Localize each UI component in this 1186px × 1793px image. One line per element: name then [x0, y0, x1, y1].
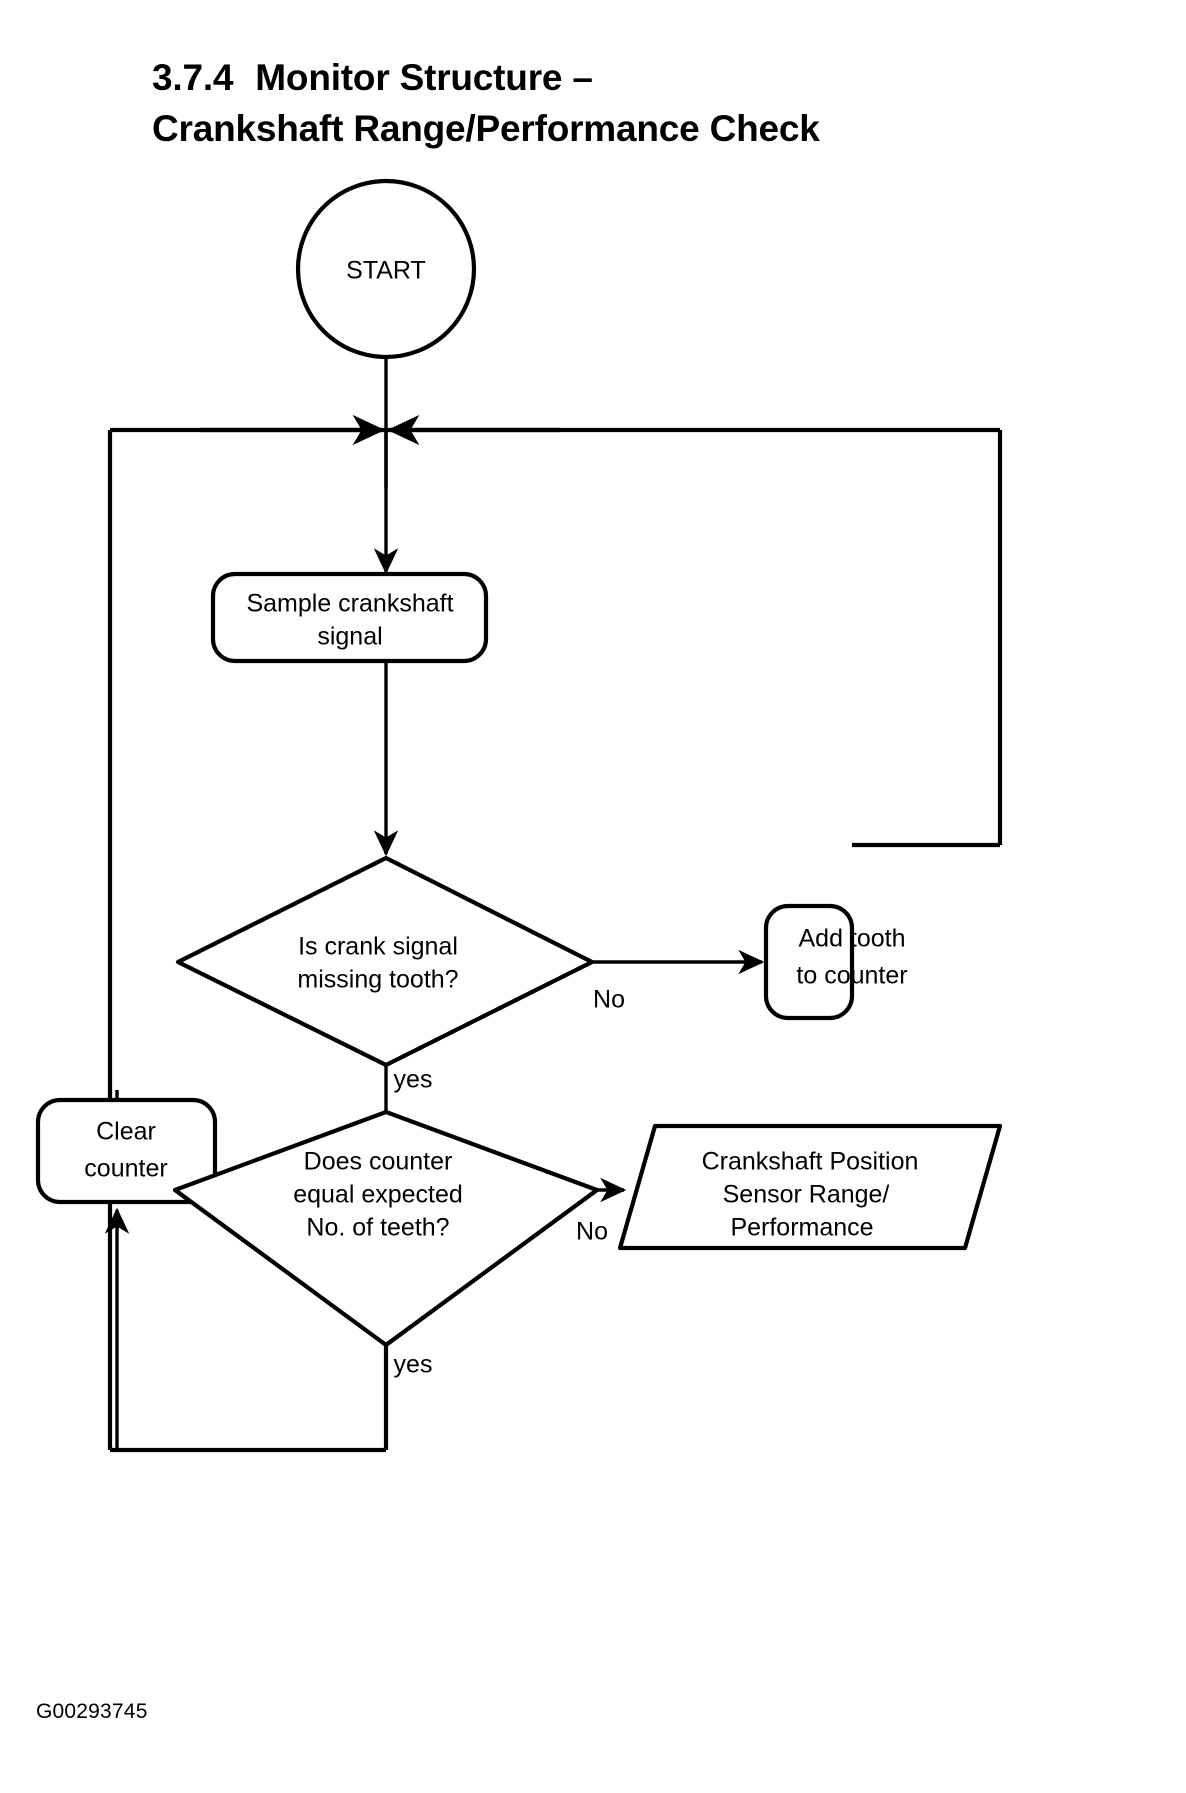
node-clear-counter	[35, 1097, 218, 1205]
node-add-tooth-line-1: Add tooth	[798, 925, 905, 953]
figure-identifier: G00293745	[36, 1700, 148, 1723]
node-missing-tooth-line-2: missing tooth?	[297, 966, 458, 994]
node-fault-line-3: Performance	[730, 1214, 873, 1242]
node-missing-tooth-line-1: Is crank signal	[298, 933, 458, 961]
edge-label-missing-tooth-yes: yes	[394, 1066, 433, 1094]
node-start	[295, 178, 477, 360]
section-number: 3.7.4	[152, 57, 234, 98]
page-title: 3.7.4 Monitor Structure – Crankshaft Rang…	[152, 52, 1052, 154]
node-sample-line-2: signal	[317, 623, 382, 651]
node-fault-line-2: Sensor Range/	[723, 1181, 890, 1209]
node-add-tooth	[763, 903, 855, 1021]
node-add-tooth-line-2: to counter	[796, 962, 907, 990]
node-counter-equal-diamond	[172, 1109, 600, 1348]
node-fault-line-1: Crankshaft Position	[702, 1148, 919, 1176]
node-is-crank-signal-missing-tooth	[175, 855, 595, 1068]
title-line-2: Crankshaft Range/Performance Check	[152, 108, 820, 150]
node-counter-equal-line-3: No. of teeth?	[306, 1214, 449, 1242]
node-crankshaft-position-sensor-fault	[617, 1123, 1003, 1251]
node-counter-equal-line-1: Does counter	[304, 1148, 453, 1176]
node-clear-counter-line-1: Clear	[96, 1118, 156, 1146]
node-clear-counter-line-2: counter	[84, 1155, 167, 1183]
node-start-label: START	[346, 257, 426, 285]
title-line-1: Monitor Structure –	[255, 57, 593, 98]
node-counter-equal-line-2: equal expected	[293, 1181, 463, 1209]
edge-label-missing-tooth-no: No	[593, 986, 625, 1014]
node-sample-line-1: Sample crankshaft	[246, 590, 453, 618]
edge-label-counter-equal-no: No	[576, 1218, 608, 1246]
edge-label-counter-equal-yes: yes	[394, 1351, 433, 1379]
node-sample-crankshaft-signal	[210, 571, 489, 664]
